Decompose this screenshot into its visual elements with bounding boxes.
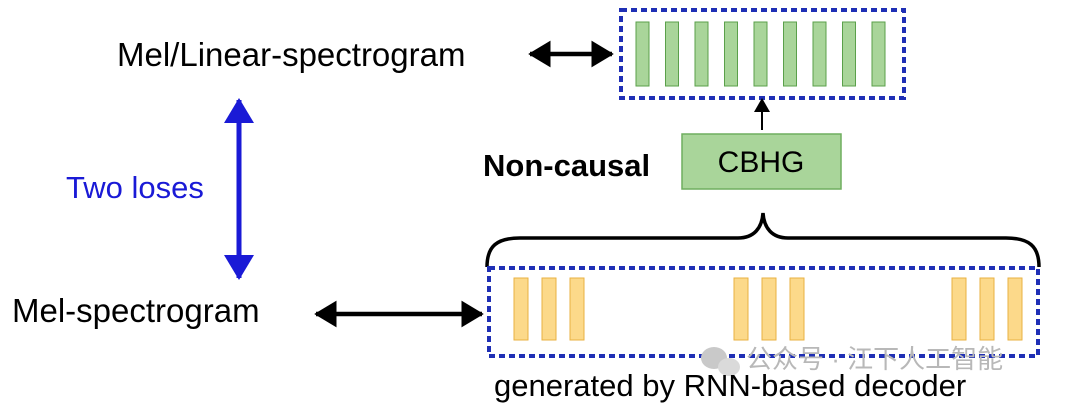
watermark: 公众号 · 江下人工智能	[701, 344, 1003, 376]
green-frame-bar	[724, 21, 738, 87]
two-loses-label: Two loses	[66, 170, 204, 205]
wechat-icon	[701, 347, 740, 376]
linear-spectrogram-frame	[619, 8, 906, 100]
decoder-caption: generated by RNN-based decoder	[494, 368, 966, 403]
green-frame-bar	[665, 21, 679, 87]
orange-frame-bar	[789, 277, 805, 341]
orange-frame-bar	[761, 277, 777, 341]
green-frame-bar	[812, 21, 827, 87]
green-frame-bar	[842, 21, 856, 87]
bottom-spectrogram-label: Mel-spectrogram	[12, 292, 260, 329]
orange-frame-bar	[951, 277, 967, 341]
orange-frame-bar	[1007, 277, 1023, 341]
green-frame-bar	[753, 21, 768, 87]
cbhg-module: CBHG	[681, 133, 842, 190]
green-frame-bar	[694, 21, 709, 87]
mel-spectrogram-frame	[487, 266, 1040, 358]
orange-frame-bar	[733, 277, 749, 341]
orange-frame-bar	[569, 277, 585, 341]
cbhg-label: CBHG	[718, 146, 805, 179]
orange-frame-bar	[979, 277, 995, 341]
orange-frame-bar	[541, 277, 557, 341]
top-spectrogram-label: Mel/Linear-spectrogram	[117, 36, 465, 73]
orange-frame-bar	[513, 277, 529, 341]
green-frame-bar	[871, 21, 886, 87]
watermark-text: 公众号 · 江下人工智能	[746, 344, 1003, 374]
brace-icon	[485, 212, 1041, 268]
green-frame-bar	[783, 21, 797, 87]
non-causal-label: Non-causal	[483, 148, 650, 183]
green-frame-bar	[635, 21, 650, 87]
